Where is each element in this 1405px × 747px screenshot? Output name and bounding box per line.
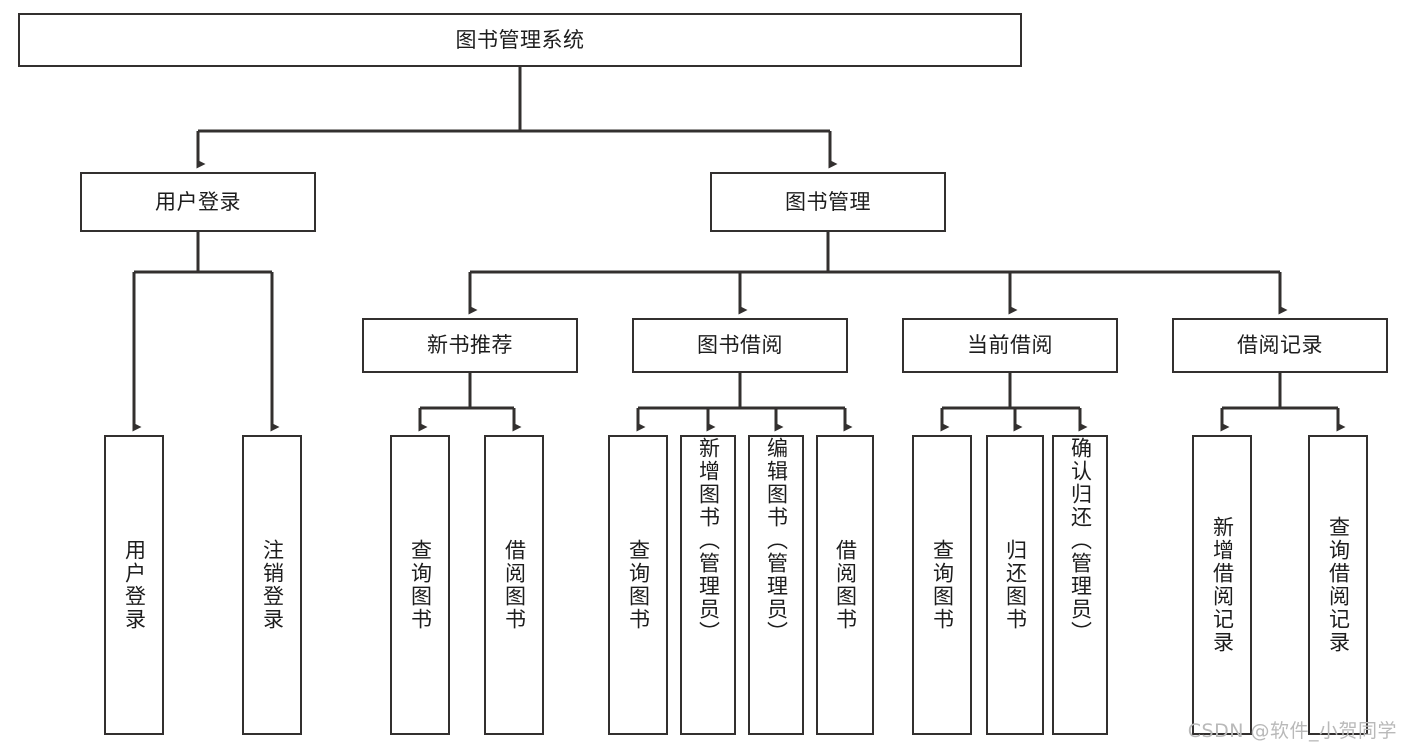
node-book-borrow-label: 图书借阅 bbox=[697, 333, 783, 358]
node-leaf-confirm-return-admin[interactable]: 确认归还（管理员） bbox=[1052, 435, 1108, 735]
tree-connectors bbox=[132, 67, 1346, 432]
node-leaf-query-book-3-label: 查询图书 bbox=[930, 539, 955, 631]
node-leaf-add-book-admin[interactable]: 新增图书（管理员） bbox=[680, 435, 736, 735]
node-book-manage-label: 图书管理 bbox=[785, 189, 871, 214]
node-borrow-record[interactable]: 借阅记录 bbox=[1172, 318, 1388, 373]
node-user-login-label: 用户登录 bbox=[155, 189, 241, 214]
node-leaf-return-book-label: 归还图书 bbox=[1003, 539, 1028, 631]
node-leaf-user-login-label: 用户登录 bbox=[122, 539, 147, 631]
node-book-borrow[interactable]: 图书借阅 bbox=[632, 318, 848, 373]
node-leaf-return-book[interactable]: 归还图书 bbox=[986, 435, 1044, 735]
node-leaf-add-borrow-record-label: 新增借阅记录 bbox=[1210, 516, 1235, 654]
node-leaf-edit-book-admin-label: 编辑图书（管理员） bbox=[764, 437, 789, 644]
node-leaf-user-login[interactable]: 用户登录 bbox=[104, 435, 164, 735]
node-leaf-query-book-3[interactable]: 查询图书 bbox=[912, 435, 972, 735]
node-leaf-query-book-1[interactable]: 查询图书 bbox=[390, 435, 450, 735]
node-leaf-query-borrow-record-label: 查询借阅记录 bbox=[1326, 516, 1351, 654]
node-leaf-borrow-book-1-label: 借阅图书 bbox=[502, 539, 527, 631]
node-leaf-user-logout[interactable]: 注销登录 bbox=[242, 435, 302, 735]
node-leaf-borrow-book-1[interactable]: 借阅图书 bbox=[484, 435, 544, 735]
node-book-manage[interactable]: 图书管理 bbox=[710, 172, 946, 232]
node-leaf-borrow-book-2-label: 借阅图书 bbox=[833, 539, 858, 631]
node-current-borrow[interactable]: 当前借阅 bbox=[902, 318, 1118, 373]
node-root[interactable]: 图书管理系统 bbox=[18, 13, 1022, 67]
node-leaf-query-book-2-label: 查询图书 bbox=[626, 539, 651, 631]
node-leaf-add-borrow-record[interactable]: 新增借阅记录 bbox=[1192, 435, 1252, 735]
node-leaf-borrow-book-2[interactable]: 借阅图书 bbox=[816, 435, 874, 735]
node-current-borrow-label: 当前借阅 bbox=[967, 333, 1053, 358]
node-new-book-recommend[interactable]: 新书推荐 bbox=[362, 318, 578, 373]
node-leaf-edit-book-admin[interactable]: 编辑图书（管理员） bbox=[748, 435, 804, 735]
node-user-login[interactable]: 用户登录 bbox=[80, 172, 316, 232]
node-borrow-record-label: 借阅记录 bbox=[1237, 333, 1323, 358]
node-new-book-recommend-label: 新书推荐 bbox=[427, 333, 513, 358]
node-leaf-user-logout-label: 注销登录 bbox=[260, 539, 285, 631]
node-leaf-query-book-2[interactable]: 查询图书 bbox=[608, 435, 668, 735]
node-leaf-confirm-return-admin-label: 确认归还（管理员） bbox=[1068, 437, 1093, 644]
node-root-label: 图书管理系统 bbox=[455, 27, 585, 52]
node-leaf-query-book-1-label: 查询图书 bbox=[408, 539, 433, 631]
node-leaf-add-book-admin-label: 新增图书（管理员） bbox=[696, 437, 721, 644]
node-leaf-query-borrow-record[interactable]: 查询借阅记录 bbox=[1308, 435, 1368, 735]
